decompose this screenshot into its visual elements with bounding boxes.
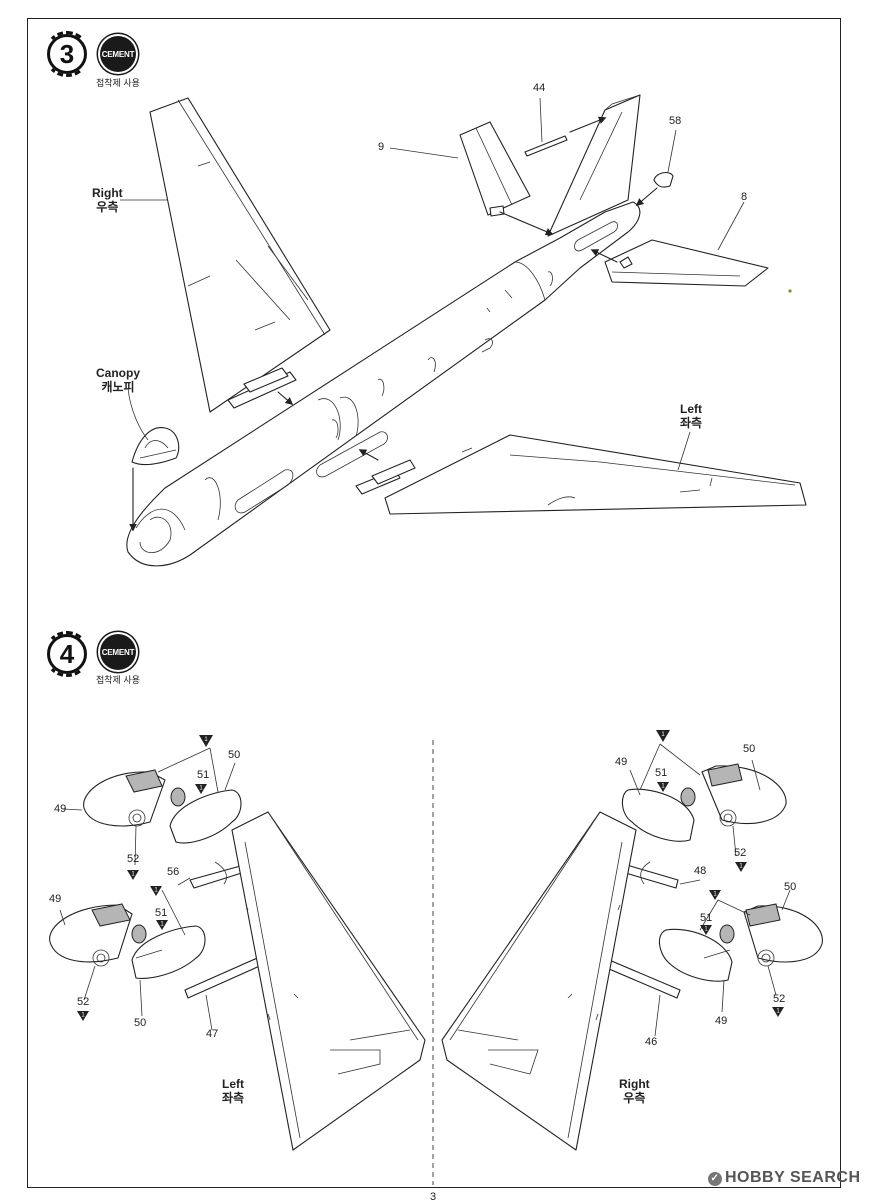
cement-caption: 접착제 사용 [96, 78, 140, 88]
part-number-50: 50 [134, 1017, 147, 1029]
part-number-49: 49 [54, 803, 67, 815]
page-number: 3 [430, 1191, 437, 1203]
label-canopy: Canopy 캐노피 [96, 366, 140, 394]
part-number-8: 8 [741, 191, 748, 203]
marker-digit: 1 [199, 786, 203, 792]
marker-digit: 1 [81, 1013, 85, 1019]
part-number-51: 51 [155, 907, 168, 919]
watermark-text: HOBBY SEARCH [725, 1169, 861, 1186]
part-number-52: 52 [77, 996, 90, 1008]
step-4-number: 4 [44, 631, 90, 677]
part-number-49: 49 [49, 893, 62, 905]
cement-caption: 접착제 사용 [96, 675, 140, 685]
label-canopy-ko: 캐노피 [101, 380, 135, 394]
cement-label: CEMENT [101, 647, 135, 657]
marker-digit: 1 [160, 922, 164, 928]
label-left-en: Left [222, 1077, 245, 1091]
cement-icon: CEMENT [100, 36, 136, 72]
label-left-step4: Left 좌측 [222, 1077, 244, 1105]
part-number-52: 52 [773, 993, 786, 1005]
part-number-58: 58 [669, 115, 682, 127]
right-wing-part [149, 97, 331, 413]
marker-digit: 1 [661, 732, 665, 738]
left-engine-lower [49, 903, 206, 979]
cement-icon: CEMENT [100, 634, 136, 670]
left-engine-upper [83, 769, 242, 844]
label-canopy-en: Canopy [96, 366, 141, 380]
left-wing-step4 [231, 811, 426, 1151]
part-number-52: 52 [127, 853, 140, 865]
marker-digit: 1 [661, 784, 665, 790]
label-left-ko: 좌측 [680, 416, 703, 430]
label-right-en: Right [92, 186, 123, 200]
right-engine-lower [658, 903, 823, 982]
step-3-number: 3 [44, 31, 90, 77]
marker-digit: 1 [204, 737, 208, 743]
part-number-44: 44 [533, 82, 546, 94]
label-right: Right 우측 [92, 186, 123, 214]
fuselage [126, 201, 641, 567]
part-number-50: 50 [228, 749, 241, 761]
marker-digit: 1 [713, 892, 717, 898]
left-wing-part [355, 434, 807, 515]
part-number-51: 51 [197, 769, 210, 781]
part-number-51: 51 [655, 767, 668, 779]
marker-digit: 1 [704, 927, 708, 933]
part-number-47: 47 [206, 1028, 219, 1040]
label-right-ko: 우측 [623, 1091, 646, 1105]
label-left-en: Left [680, 402, 703, 416]
part-58 [653, 171, 674, 188]
part-8 [604, 239, 769, 287]
marker-digit: 1 [131, 872, 135, 878]
cement-label: CEMENT [101, 49, 135, 59]
part-number-50: 50 [743, 743, 756, 755]
triangle-marker-icons: 1 1 1 1 1 1 1 1 1 1 1 1 [77, 730, 784, 1021]
part-number-52: 52 [734, 847, 747, 859]
part-number-50: 50 [784, 881, 797, 893]
marker-digit: 1 [776, 1009, 780, 1015]
part-number-49: 49 [715, 1015, 728, 1027]
watermark: ✓HOBBY SEARCH [708, 1169, 861, 1187]
hobby-search-logo-icon: ✓ [708, 1172, 722, 1186]
label-right-ko: 우측 [96, 200, 119, 214]
part-44 [524, 135, 568, 157]
page-frame [27, 18, 841, 1188]
right-engine-upper [621, 763, 787, 842]
part-9 [459, 121, 531, 217]
label-left-ko: 좌측 [222, 1091, 245, 1105]
part-number-56: 56 [167, 866, 180, 878]
right-wing-step4 [441, 811, 637, 1151]
marker-digit: 1 [739, 864, 743, 870]
label-right-en: Right [619, 1077, 650, 1091]
label-left: Left 좌측 [680, 402, 702, 430]
part-number-46: 46 [645, 1036, 658, 1048]
part-number-9: 9 [378, 141, 385, 153]
label-right-step4: Right 우측 [619, 1077, 650, 1105]
part-number-51: 51 [700, 912, 713, 924]
part-number-48: 48 [694, 865, 707, 877]
canopy-part [131, 427, 180, 466]
part-number-49: 49 [615, 756, 628, 768]
marker-digit: 1 [154, 888, 158, 894]
